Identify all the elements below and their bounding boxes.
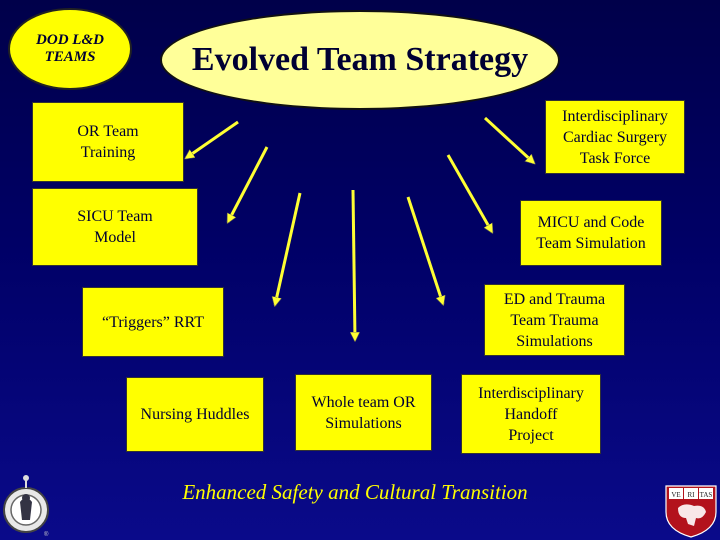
box-or-team-training-label: OR Team Training (77, 123, 139, 161)
dod-teams-badge: DOD L&D TEAMS (8, 8, 132, 90)
harvard-veritas-shield-icon: VE RI TAS (665, 485, 717, 538)
diagram-title: Evolved Team Strategy (191, 41, 529, 78)
title-oval: Evolved Team Strategy (160, 10, 560, 110)
arrow-to-whole-team (353, 189, 355, 340)
box-triggers-rrt: “Triggers” RRT (82, 287, 224, 357)
badge-line-2: TEAMS (44, 49, 96, 65)
box-nursing-huddles-label: Nursing Huddles (140, 406, 250, 423)
arrow-to-triggers (275, 192, 302, 305)
box-micu-code-simulation-label: MICU and Code Team Simulation (536, 214, 646, 252)
shield-cell-3: TAS (700, 491, 713, 499)
badge-line-1: DOD L&D (36, 32, 104, 48)
box-ed-trauma-simulations: ED and Trauma Team Trauma Simulations (484, 284, 625, 356)
arrow-to-sicu (226, 146, 269, 222)
box-whole-team-or-label: Whole team OR Simulations (311, 393, 416, 432)
box-ed-trauma-simulations-label: ED and Trauma Team Trauma Simulations (503, 290, 606, 350)
shield-cell-2: RI (688, 491, 696, 499)
box-triggers-rrt-label: “Triggers” RRT (102, 313, 204, 331)
medical-seal-icon: ® (3, 475, 49, 538)
box-nursing-huddles: Nursing Huddles (126, 377, 264, 452)
box-micu-code-simulation: MICU and Code Team Simulation (520, 200, 662, 266)
box-or-team-training: OR Team Training (32, 102, 184, 182)
box-handoff-project-label: Interdisciplinary Handoff Project (478, 384, 584, 444)
arrow-to-cardiac (483, 116, 534, 163)
arrow-to-ed-trauma (406, 196, 443, 304)
arrow-to-or-team (186, 120, 239, 158)
box-whole-team-or: Whole team OR Simulations (295, 374, 432, 451)
box-sicu-team-model: SICU Team Model (32, 188, 198, 266)
box-handoff-project: Interdisciplinary Handoff Project (461, 374, 601, 454)
box-cardiac-task-force: Interdisciplinary Cardiac Surgery Task F… (545, 100, 685, 174)
box-cardiac-task-force-label: Interdisciplinary Cardiac Surgery Task F… (562, 107, 668, 167)
arrow-to-micu (446, 154, 492, 232)
box-sicu-team-model-label: SICU Team Model (77, 208, 153, 246)
footer-caption: Enhanced Safety and Cultural Transition (182, 480, 528, 504)
svg-text:®: ® (44, 531, 49, 538)
shield-cell-1: VE (671, 491, 680, 499)
